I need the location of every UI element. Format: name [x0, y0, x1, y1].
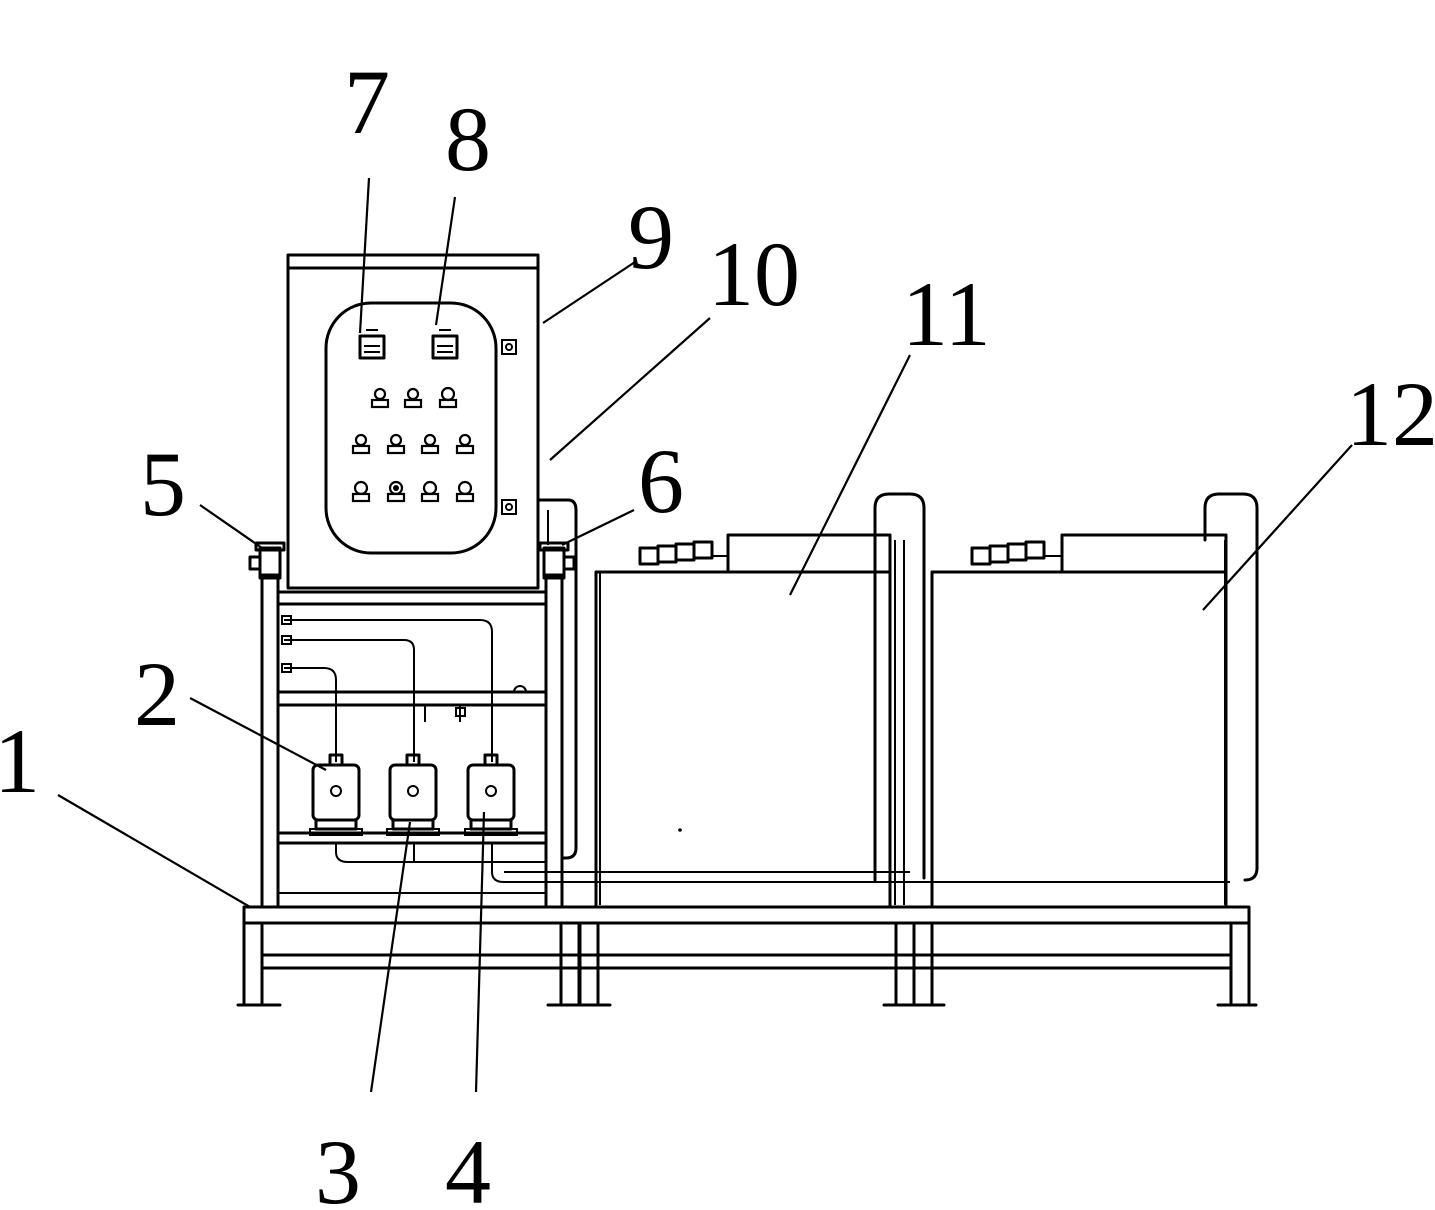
callout-3: 3	[315, 1121, 361, 1210]
valve-right	[538, 541, 576, 580]
callout-9: 9	[628, 186, 674, 288]
callout-1: 1	[0, 710, 40, 812]
leader-lines	[57, 177, 1353, 1093]
button-row-1	[370, 386, 458, 409]
callout-7: 7	[344, 51, 390, 153]
button-row-3	[351, 480, 475, 503]
callout-labels: 1 2 3 4 5 6 7 8 9 10 11 12	[0, 51, 1435, 1210]
callout-11: 11	[902, 263, 991, 365]
control-buttons	[351, 386, 475, 503]
base-frame	[236, 905, 1258, 1007]
meter-left	[358, 329, 386, 360]
callout-6: 6	[638, 430, 684, 532]
valve-left	[248, 541, 286, 580]
tank-2	[930, 533, 1228, 907]
pump-3	[464, 753, 518, 836]
meter-right	[431, 329, 459, 360]
pump-rack	[260, 573, 564, 909]
callout-8: 8	[445, 88, 491, 190]
callout-4: 4	[445, 1121, 491, 1210]
callout-12: 12	[1346, 363, 1435, 465]
callout-10: 10	[708, 223, 800, 325]
pump-2	[386, 753, 440, 836]
tank-1	[594, 533, 892, 907]
control-cabinet	[286, 253, 540, 590]
callout-5: 5	[140, 433, 186, 535]
callout-2: 2	[134, 643, 180, 745]
button-row-2	[351, 433, 475, 455]
pump-1	[309, 753, 363, 836]
